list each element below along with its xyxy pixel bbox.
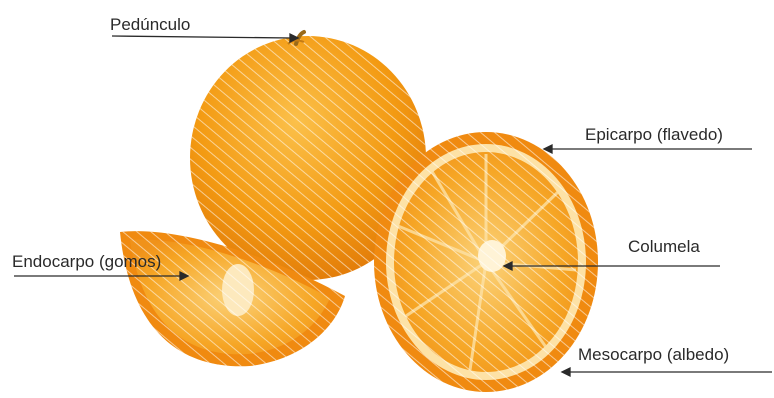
- pointer-pedunculo: [112, 36, 292, 38]
- label-endocarpo: Endocarpo (gomos): [12, 253, 161, 270]
- label-epicarpo: Epicarpo (flavedo): [585, 126, 723, 143]
- label-mesocarpo: Mesocarpo (albedo): [578, 346, 729, 363]
- label-columela: Columela: [628, 238, 700, 255]
- label-pedunculo: Pedúnculo: [110, 16, 190, 33]
- half-orange: [374, 132, 598, 392]
